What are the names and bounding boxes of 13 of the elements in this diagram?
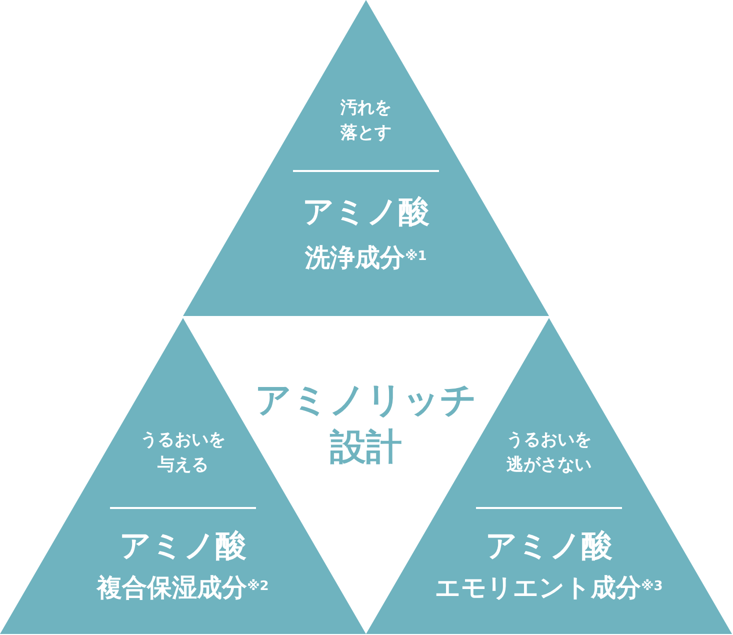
ingredient-text: エモリエント成分$^{※3}$: [435, 572, 663, 604]
caption-text: うるおいを逃がさない: [506, 429, 592, 477]
caption-text: 汚れを落とす: [340, 97, 392, 145]
caption-text: うるおいを与える: [140, 429, 226, 477]
triangle-panel: [0, 318, 366, 634]
heading-text: アミノ酸: [302, 193, 430, 232]
triangle-panel: [183, 0, 549, 316]
center-title: アミノリッチ設計: [254, 379, 478, 470]
triangle-panel: [366, 318, 732, 634]
heading-text: アミノ酸: [120, 527, 246, 566]
ingredient-text: 洗浄成分$^{※1}$: [305, 242, 427, 274]
heading-text: アミノ酸: [486, 527, 612, 566]
ingredient-text: 複合保湿成分$^{※2}$: [97, 572, 269, 604]
